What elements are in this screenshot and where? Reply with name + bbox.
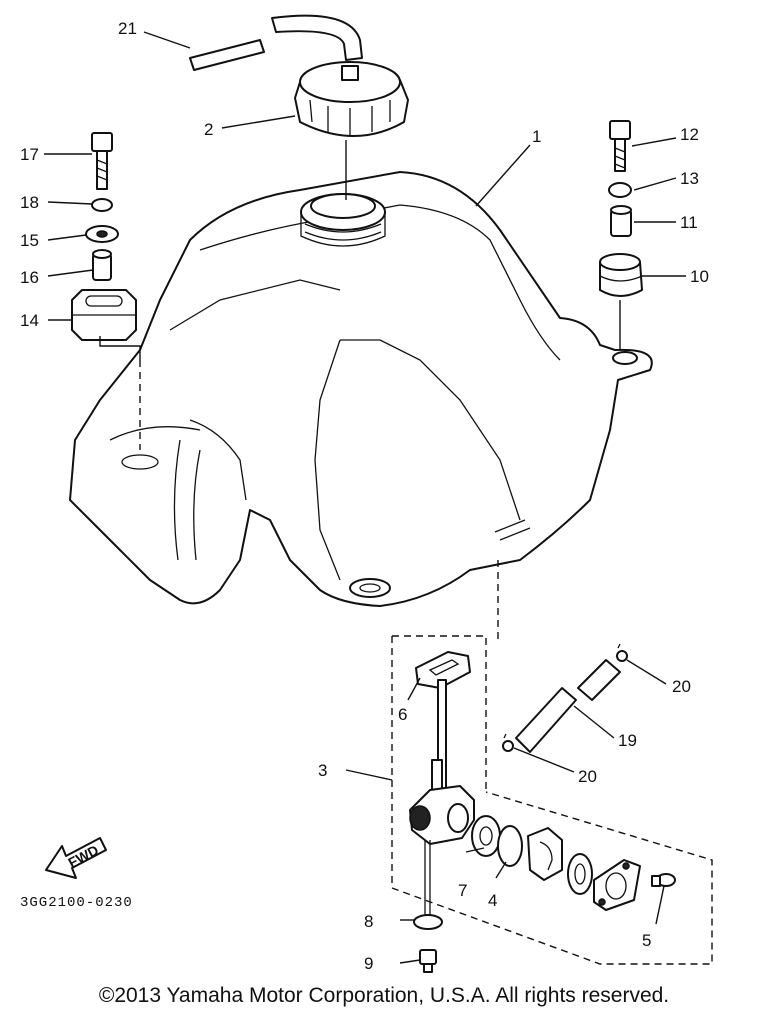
copyright-notice: ©2013 Yamaha Motor Corporation, U.S.A. A…	[98, 984, 670, 1007]
washer-part-13	[608, 182, 632, 198]
bolt-part-17	[91, 132, 113, 190]
cover-plate	[593, 859, 641, 911]
washer-part-15	[85, 225, 119, 243]
callout-12: 12	[680, 125, 699, 144]
fuel-cap-part-2	[294, 61, 409, 137]
valve-seal	[527, 827, 563, 881]
callout-14: 14	[20, 311, 39, 330]
callout-15: 15	[20, 231, 39, 250]
catalog-number: 3GG2100-0230	[20, 895, 133, 911]
callout-13: 13	[680, 169, 699, 188]
fuel-cock-part-3	[409, 679, 475, 918]
callout-7: 7	[458, 881, 467, 900]
forward-arrow-icon: FWD	[45, 837, 107, 879]
collar-part-16	[92, 249, 112, 281]
gasket-part-6	[415, 651, 471, 689]
clip-part-20-upper	[616, 643, 628, 662]
callout-6: 6	[398, 705, 407, 724]
fuel-tank-part-1	[69, 171, 653, 607]
callout-3: 3	[318, 761, 327, 780]
screw-part-5	[651, 873, 676, 887]
fuel-cock-group-box	[391, 635, 713, 965]
fuel-hose-part-19	[515, 659, 621, 753]
callout-18: 18	[20, 193, 39, 212]
callout-20-upper: 20	[672, 677, 691, 696]
callout-labels: 21 2 1 17 18 15 16 14 12 13 11 10 3 6 7 …	[20, 19, 709, 973]
breather-hose-part-21	[189, 14, 363, 71]
callout-9: 9	[364, 954, 373, 973]
damper-part-10	[599, 253, 643, 297]
callout-16: 16	[20, 268, 39, 287]
callout-19: 19	[618, 731, 637, 750]
washer-part-18	[91, 198, 113, 212]
callout-17: 17	[20, 145, 39, 164]
o-ring-part-4	[497, 825, 523, 867]
drain-bolt-part-9	[419, 949, 437, 973]
callout-21: 21	[118, 19, 137, 38]
callout-20-lower: 20	[578, 767, 597, 786]
wave-washer	[567, 853, 593, 895]
collar-part-11	[610, 205, 632, 237]
damper-part-14	[71, 289, 137, 341]
callout-10: 10	[690, 267, 709, 286]
callout-4: 4	[488, 891, 497, 910]
clip-part-20-lower	[502, 733, 514, 752]
callout-8: 8	[364, 912, 373, 931]
callout-5: 5	[642, 931, 651, 950]
callout-11: 11	[680, 213, 698, 232]
callout-1: 1	[532, 127, 541, 146]
bolt-part-12	[609, 120, 631, 172]
callout-2: 2	[204, 120, 213, 139]
washer-part-8	[413, 914, 443, 930]
leader-lines	[44, 31, 686, 964]
